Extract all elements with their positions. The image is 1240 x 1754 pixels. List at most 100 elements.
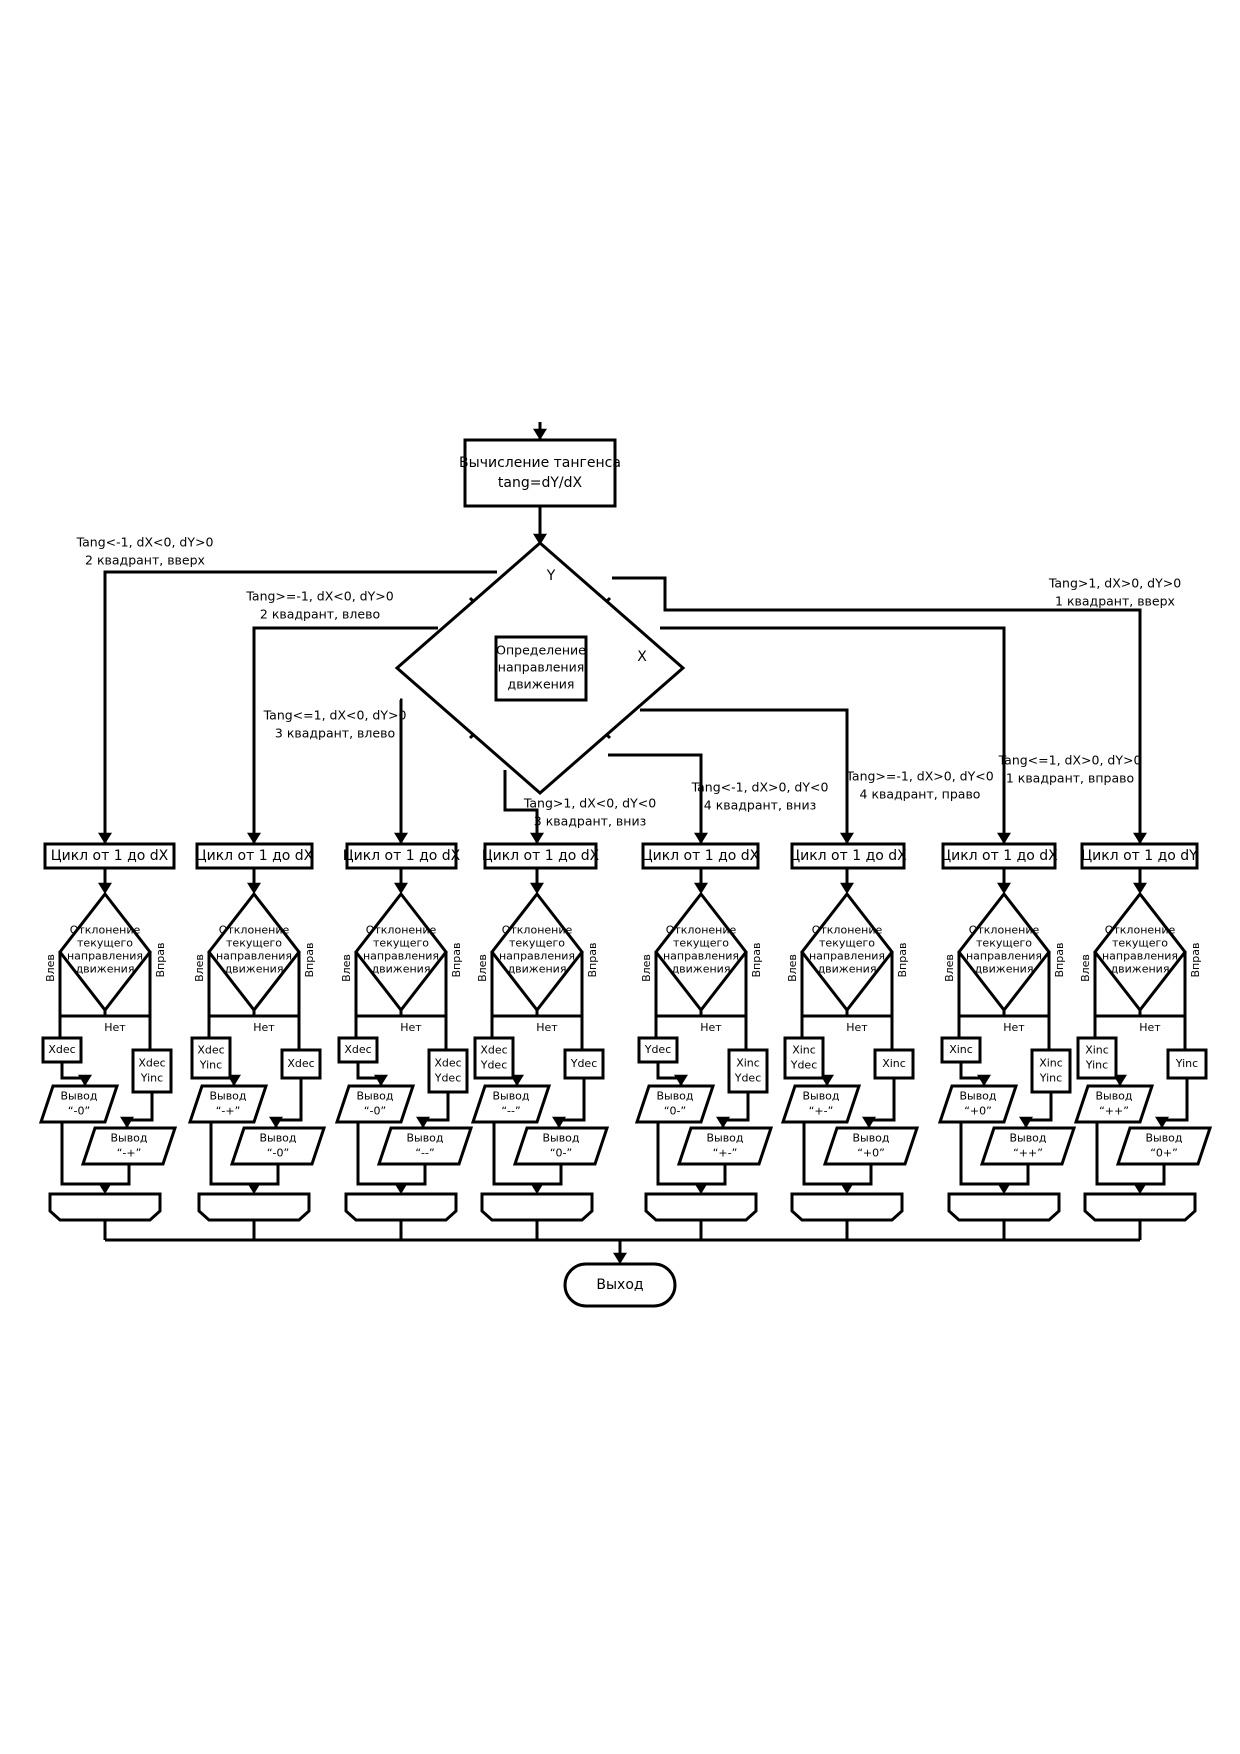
decision-label-3-line: движения xyxy=(372,963,431,976)
left-output-box-4 xyxy=(470,1084,552,1124)
left-action-label-8-line: Yinc xyxy=(1085,1059,1108,1072)
right-label-6: Вправ xyxy=(896,943,909,978)
left-action-to-output xyxy=(656,1062,683,1086)
left-label-6: Влев xyxy=(786,954,799,982)
decision-label-1-line: Отклонение xyxy=(70,924,141,937)
right-output-label-1-line: “-+” xyxy=(117,1147,142,1160)
dispatcher-label-line: движения xyxy=(508,677,575,692)
left-output-label-4-line: Вывод xyxy=(492,1090,529,1103)
start-process-box xyxy=(463,438,617,508)
connector-lines xyxy=(58,422,1189,1264)
flowchart-nodes: Вычисление тангенсаtang=dY/dXYXОпределен… xyxy=(38,438,1213,1308)
left-action-box-5 xyxy=(637,1036,679,1064)
decision-arrow xyxy=(98,882,112,894)
loop-arrow-7 xyxy=(997,832,1011,844)
left-output-label-4-line: “--” xyxy=(501,1105,520,1118)
loop-label-5: Цикл от 1 до dX xyxy=(642,848,760,864)
no-label-4: Нет xyxy=(536,1021,558,1034)
decision-label-2-line: текущего xyxy=(226,937,282,950)
right-output-label-4-line: Вывод xyxy=(542,1132,579,1145)
decision-label-1-line: движения xyxy=(76,963,135,976)
right-output-label-4: Вывод“0-” xyxy=(542,1132,579,1160)
condition-label-6: Tang>=-1, dX>0, dY<04 квадрант, право xyxy=(845,769,993,802)
decision-diamond-4 xyxy=(490,891,584,1013)
right-output-arrow xyxy=(862,1116,876,1128)
left-action-label-5: Ydec xyxy=(644,1043,672,1056)
left-output-label-1: Вывод“-0” xyxy=(60,1090,97,1118)
left-output-label-6-line: Вывод xyxy=(802,1090,839,1103)
dispatcher-label-line: направления xyxy=(498,660,584,675)
loop-arrow-6 xyxy=(840,832,854,844)
left-output-label-6-line: “+-” xyxy=(809,1105,834,1118)
right-output-arrow xyxy=(716,1116,730,1128)
decision-arrow xyxy=(694,882,708,894)
left-output-label-7-line: Вывод xyxy=(959,1090,996,1103)
decision-diamond-2 xyxy=(207,891,301,1013)
decision-label-1-line: текущего xyxy=(77,937,133,950)
branch-connector-8 xyxy=(612,576,1142,844)
loop-end-arrow xyxy=(1133,1182,1147,1194)
right-action-label-8-line: Yinc xyxy=(1175,1057,1198,1070)
left-output-label-5-line: Вывод xyxy=(656,1090,693,1103)
left-action-label-5-line: Ydec xyxy=(644,1043,672,1056)
condition-label-3-line: Tang<=1, dX<0, dY>0 xyxy=(263,708,407,723)
condition-label-5: Tang<-1, dX>0, dY<04 квадрант, вниз xyxy=(691,780,829,813)
loop-label-3: Цикл от 1 до dX xyxy=(343,848,461,864)
loop-label-1: Цикл от 1 до dX xyxy=(51,848,169,864)
decision-label-4-line: текущего xyxy=(509,937,565,950)
left-output-label-7: Вывод“+0” xyxy=(959,1090,996,1118)
left-output-label-8-line: Вывод xyxy=(1095,1090,1132,1103)
right-output-arrow xyxy=(416,1116,430,1128)
right-output-label-6: Вывод“+0” xyxy=(852,1132,889,1160)
right-action-label-5-line: Ydec xyxy=(734,1072,762,1085)
right-output-label-5-line: Вывод xyxy=(706,1132,743,1145)
left-action-label-4-line: Ydec xyxy=(480,1059,508,1072)
right-action-label-3-line: Ydec xyxy=(434,1072,462,1085)
right-action-label-3-line: Xdec xyxy=(434,1057,461,1070)
left-action-to-output xyxy=(60,1062,87,1086)
right-action-label-6: Xinc xyxy=(882,1057,906,1070)
loop-label-4: Цикл от 1 до dX xyxy=(482,848,600,864)
left-output-arrow xyxy=(78,1074,92,1086)
entry-arrow xyxy=(533,428,547,440)
left-action-box-1 xyxy=(41,1036,83,1064)
loop-end-arrow xyxy=(98,1182,112,1194)
right-label-3: Вправ xyxy=(450,943,463,978)
decision-label-6-line: направления xyxy=(809,950,885,963)
left-label-7: Влев xyxy=(943,954,956,982)
no-label-1: Нет xyxy=(104,1021,126,1034)
loop-box-2 xyxy=(195,842,314,870)
right-action-label-4: Ydec xyxy=(570,1057,598,1070)
loop-end-arrow xyxy=(997,1182,1011,1194)
start-process-label-line: tang=dY/dX xyxy=(498,475,583,491)
right-label-2: Вправ xyxy=(303,943,316,978)
loop-end-arrow xyxy=(530,1182,544,1194)
decision-diamond-6 xyxy=(800,891,894,1013)
loop-end-box-2 xyxy=(197,1192,311,1222)
decision-label-4-line: движения xyxy=(508,963,567,976)
decision-label-3-line: Отклонение xyxy=(366,924,437,937)
loop-end-arrow xyxy=(694,1182,708,1194)
condition-label-5-line: 4 квадрант, вниз xyxy=(704,798,816,813)
right-action-label-7-line: Xinc xyxy=(1039,1057,1063,1070)
right-output-label-8: Вывод“0+” xyxy=(1145,1132,1182,1160)
left-action-box-8 xyxy=(1076,1036,1118,1080)
decision-label-3-line: направления xyxy=(363,950,439,963)
right-action-box-5 xyxy=(727,1048,769,1094)
dispatcher-arrow xyxy=(533,533,547,545)
right-output-box-5 xyxy=(676,1126,774,1166)
condition-label-8-line: 1 квадрант, вверх xyxy=(1055,594,1175,609)
left-output-box-1 xyxy=(38,1084,120,1124)
right-action-label-6-line: Xinc xyxy=(882,1057,906,1070)
right-output-box-3 xyxy=(376,1126,474,1166)
left-action-label-7: Xinc xyxy=(949,1043,973,1056)
branch-connector-7 xyxy=(660,626,1006,844)
right-output-label-8-line: Вывод xyxy=(1145,1132,1182,1145)
left-action-label-4-line: Xdec xyxy=(480,1044,507,1057)
decision-diamond-1 xyxy=(58,891,152,1013)
left-output-box-5 xyxy=(634,1084,716,1124)
condition-label-6-line: Tang>=-1, dX>0, dY<0 xyxy=(845,769,993,784)
